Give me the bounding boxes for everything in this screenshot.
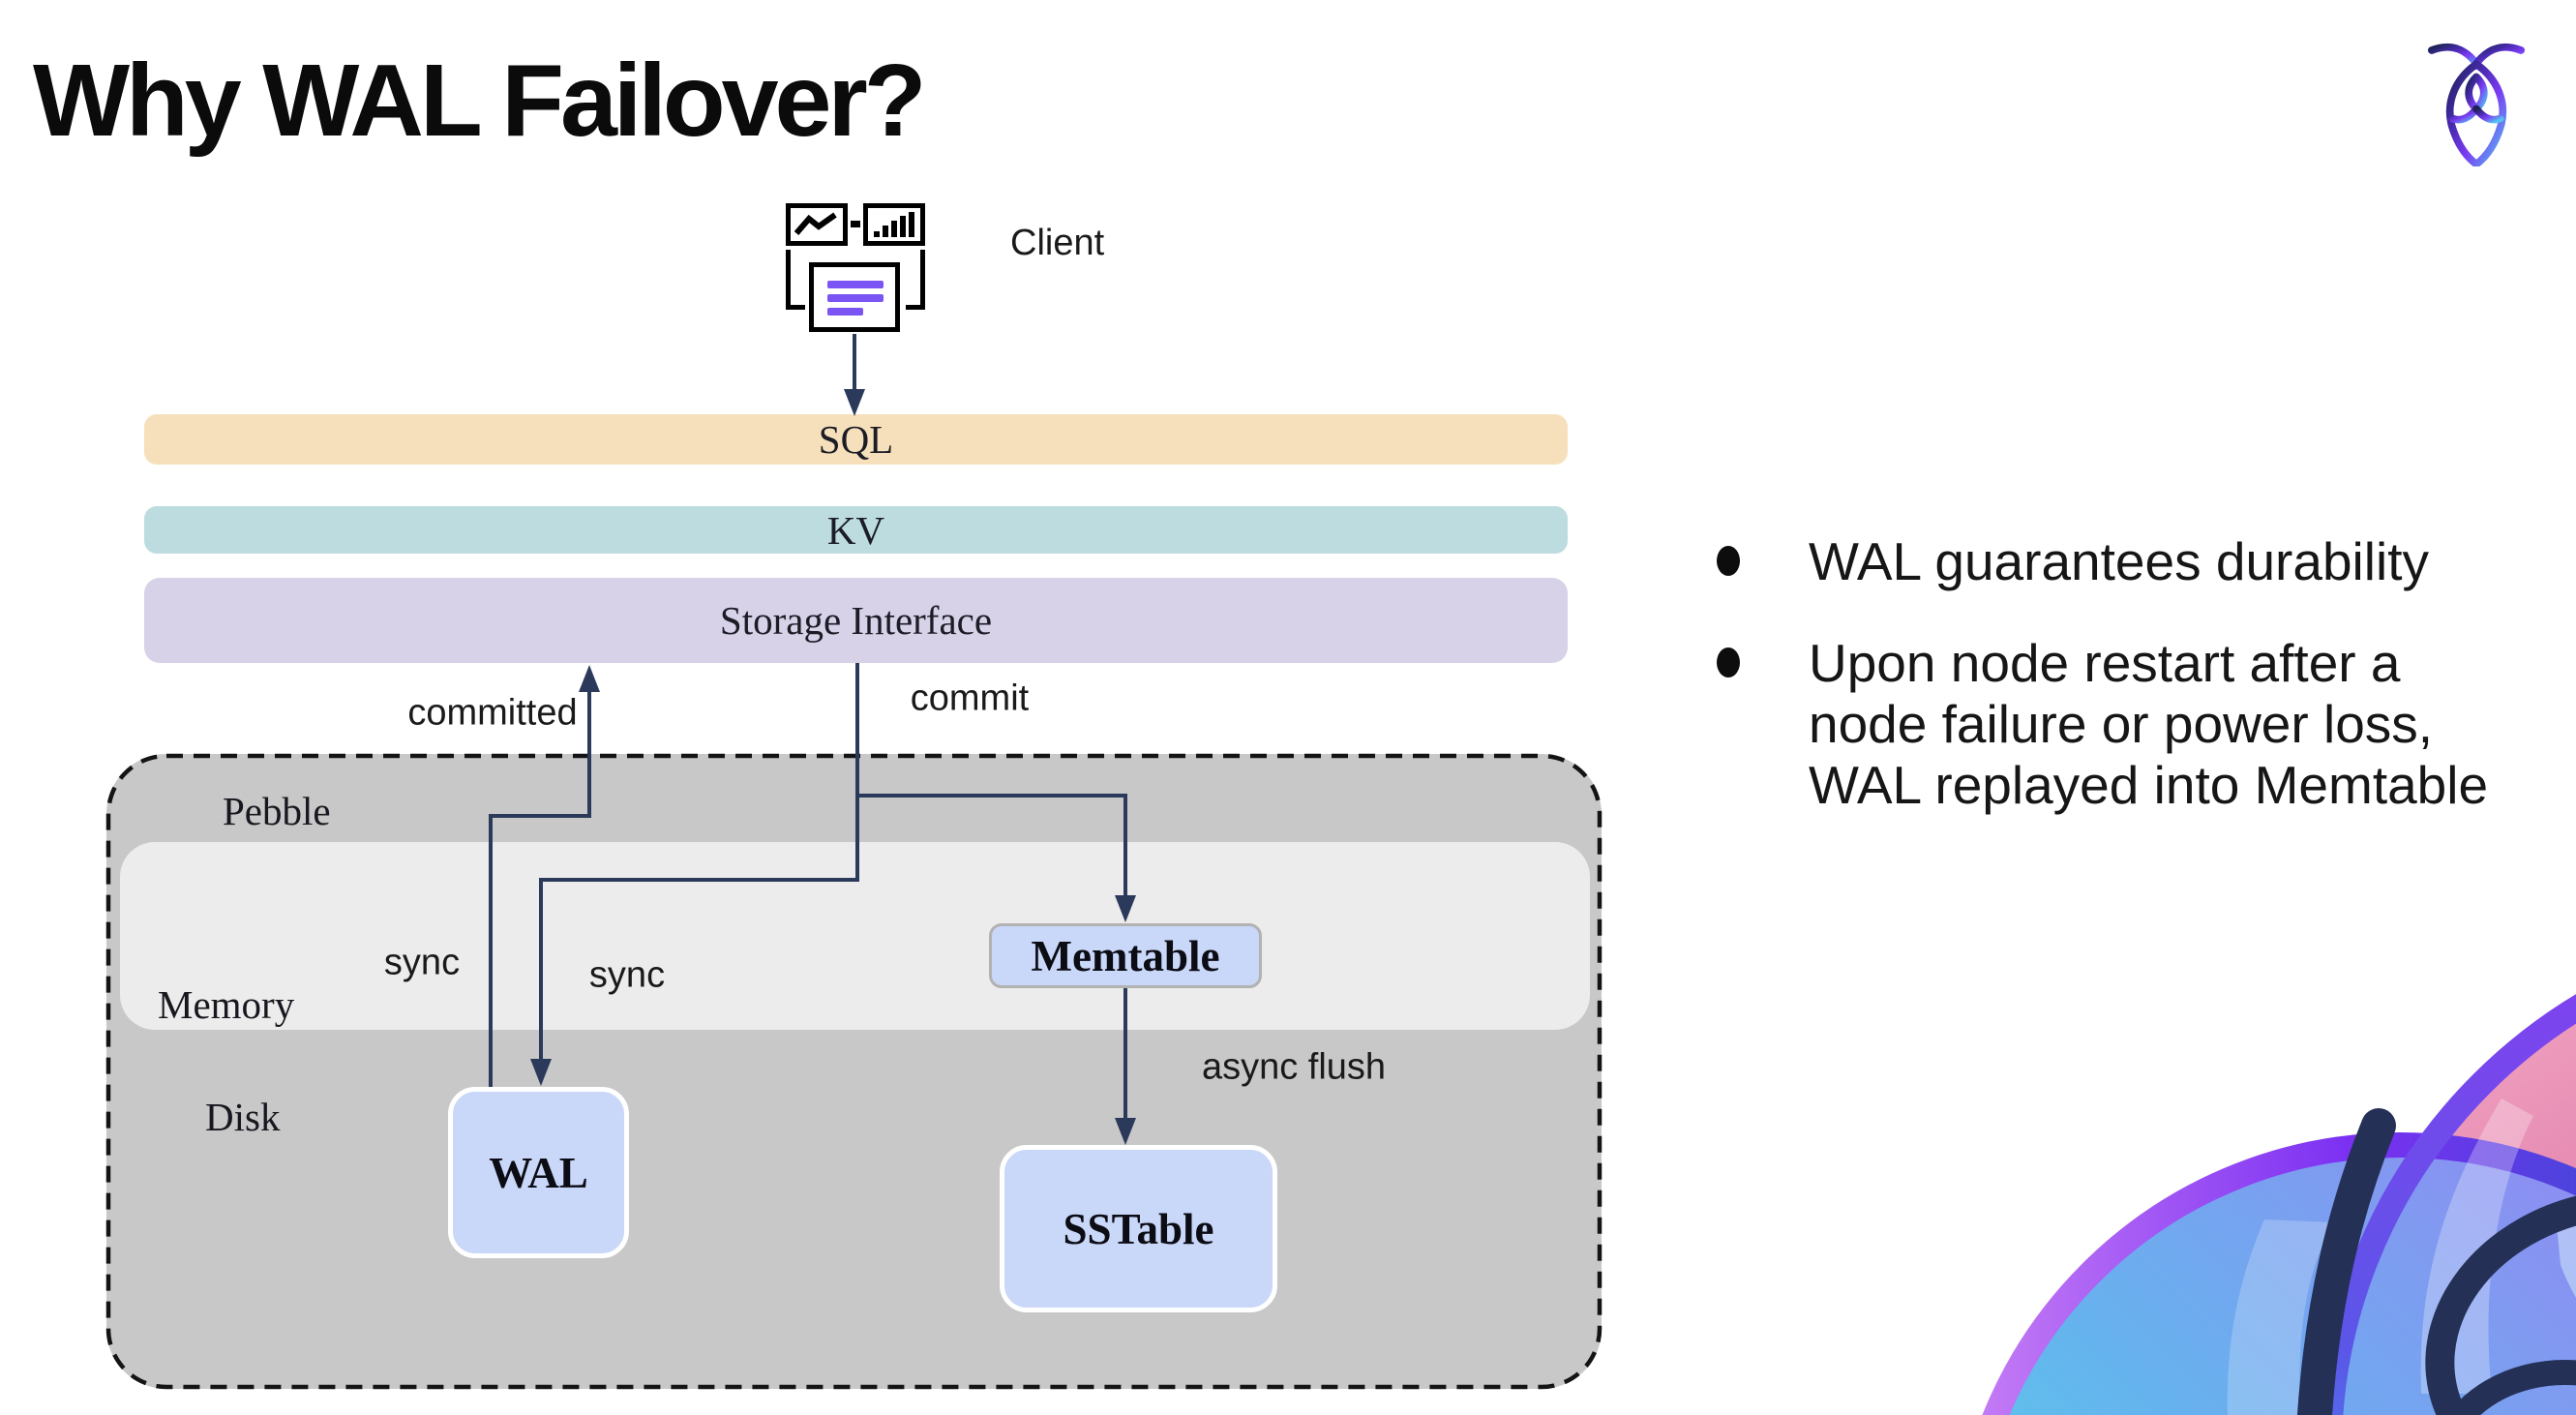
bullet-dot <box>1717 546 1740 576</box>
async-flush-edge-label: async flush <box>1201 1046 1387 1088</box>
bracket-right-icon <box>906 250 925 310</box>
memtable-node: Memtable <box>989 923 1262 988</box>
committed-edge-label: committed <box>407 692 578 734</box>
commit-edge-label: commit <box>910 677 1030 719</box>
sstable-node: SSTable <box>1000 1145 1277 1312</box>
sync-edge-label: sync <box>383 942 461 983</box>
line-chart-icon <box>786 203 848 246</box>
bullet-list: WAL guarantees durability Upon node rest… <box>1695 531 2499 857</box>
brand-decoration-graphic <box>1982 994 2576 1415</box>
list-item: WAL guarantees durability <box>1695 531 2499 592</box>
layer-bar-sql: SQL <box>144 414 1568 465</box>
memtable-label: Memtable <box>1031 931 1220 980</box>
edge-commit-sync-wal <box>539 663 859 1061</box>
arrowhead-down <box>530 1059 552 1086</box>
dash-connector <box>851 221 860 227</box>
sync-edge-label: sync <box>588 954 666 996</box>
storage-interface-label: Storage Interface <box>719 598 993 643</box>
kv-label: KV <box>826 507 885 553</box>
list-item: Upon node restart after a node failure o… <box>1695 633 2499 816</box>
sstable-label: SSTable <box>1063 1204 1214 1253</box>
cockroachdb-logo-icon <box>2427 43 2526 166</box>
pebble-dashed-border <box>105 753 1603 1390</box>
memory-region <box>120 842 1590 1030</box>
edge-committed <box>489 691 591 1087</box>
layer-bar-storage-interface: Storage Interface <box>144 578 1568 663</box>
bullet-dot <box>1717 647 1740 677</box>
bullet-text-line: Upon node restart after a <box>1809 633 2401 693</box>
wal-node: WAL <box>448 1087 629 1258</box>
layer-bar-kv: KV <box>144 506 1568 554</box>
sql-label: SQL <box>818 417 894 462</box>
bullet-text-line: node failure or power loss, <box>1809 694 2434 754</box>
wal-label: WAL <box>489 1148 588 1197</box>
client-icon <box>782 198 937 431</box>
edge-commit-memtable <box>857 794 1127 898</box>
memory-label: Memory <box>158 982 295 1027</box>
bullet-text: WAL guarantees durability <box>1809 531 2429 591</box>
arrowhead-up <box>579 665 600 692</box>
disk-label: Disk <box>205 1095 281 1139</box>
bullet-text-line: WAL replayed into Memtable <box>1809 755 2489 815</box>
document-icon <box>809 262 900 332</box>
arrowhead-down <box>1115 1118 1136 1145</box>
pebble-label: Pebble <box>223 789 331 833</box>
bracket-left-icon <box>786 250 805 310</box>
arrowhead-down <box>1115 895 1136 922</box>
arrowhead-down <box>844 389 865 416</box>
page-title: Why WAL Failover? <box>33 44 926 158</box>
bar-chart-icon <box>863 203 925 246</box>
client-label: Client <box>1010 223 1105 263</box>
